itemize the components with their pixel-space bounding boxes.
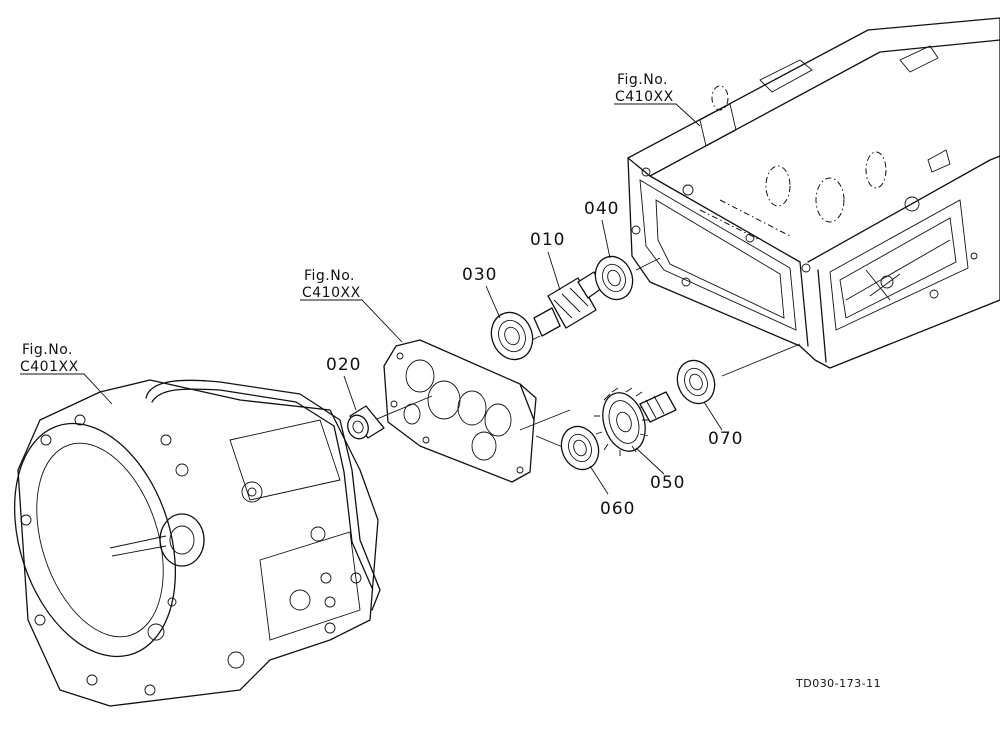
fig-ref-right-label: Fig.No. [617, 72, 668, 88]
bearing-040 [594, 255, 634, 301]
part-label-010: 010 [530, 230, 565, 250]
left-transmission-housing [13, 379, 381, 707]
fig-ref-left: Fig.No. C401XX [20, 342, 79, 375]
part-label-050: 050 [650, 473, 685, 493]
fig-ref-left-label: Fig.No. [22, 342, 73, 358]
bearing-030 [490, 311, 534, 361]
part-label-020: 020 [326, 355, 361, 375]
shaft-gear-010 [533, 271, 603, 337]
bearing-070 [676, 359, 716, 405]
bearing-060 [560, 425, 600, 471]
fig-ref-right-code: C410XX [615, 89, 674, 105]
collar-020 [347, 405, 385, 440]
right-transmission-housing [627, 17, 1000, 369]
leader-lines [20, 103, 723, 495]
part-label-060: 060 [600, 499, 635, 519]
fig-ref-right: Fig.No. C410XX [615, 72, 674, 105]
middle-plate [383, 339, 537, 483]
drawing-code: TD030-173-11 [795, 677, 881, 690]
gear-050 [594, 387, 677, 456]
fig-ref-middle-label: Fig.No. [304, 268, 355, 284]
fig-ref-middle: Fig.No. C410XX [302, 268, 361, 301]
part-label-030: 030 [462, 265, 497, 285]
fig-ref-left-code: C401XX [20, 359, 79, 375]
part-label-070: 070 [708, 429, 743, 449]
fig-ref-middle-code: C410XX [302, 285, 361, 301]
part-label-040: 040 [584, 199, 619, 219]
